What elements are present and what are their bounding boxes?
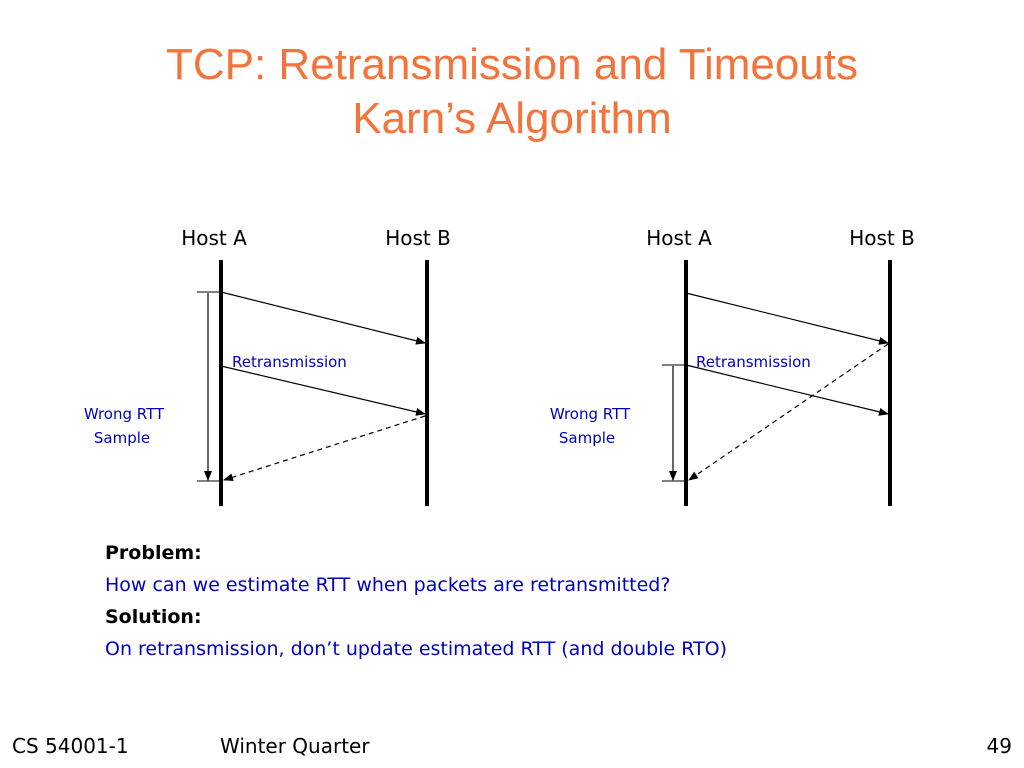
left-wrong-rtt-line1: Wrong RTT xyxy=(84,405,165,423)
slide-title: TCP: Retransmission and Timeouts Karn’s … xyxy=(0,38,1024,146)
title-line-2: Karn’s Algorithm xyxy=(352,94,672,143)
left-host-b-label: Host B xyxy=(385,226,451,250)
problem-heading: Problem: xyxy=(105,542,202,564)
title-line-1: TCP: Retransmission and Timeouts xyxy=(165,40,859,89)
left-wrong-rtt-line2: Sample xyxy=(94,429,150,447)
right-wrong-rtt-line1: Wrong RTT xyxy=(550,405,631,423)
left-original-packet-arrow xyxy=(220,291,426,345)
problem-text: How can we estimate RTT when packets are… xyxy=(105,574,671,596)
left-retransmission-arrow xyxy=(220,365,426,416)
left-diagram: Host A Host B Retransmission Wrong RTT S… xyxy=(84,226,451,506)
problem-solution-text: Problem: How can we estimate RTT when pa… xyxy=(105,537,727,665)
right-original-packet-arrow xyxy=(685,292,889,345)
left-ack-arrow xyxy=(223,415,426,482)
footer-course: CS 54001-1 xyxy=(12,734,129,758)
solution-text: On retransmission, don’t update estimate… xyxy=(105,638,728,660)
left-host-a-label: Host A xyxy=(181,226,247,250)
right-retransmission-arrow xyxy=(685,364,889,416)
right-host-a-label: Host A xyxy=(646,226,712,250)
left-retransmission-label: Retransmission xyxy=(232,353,347,371)
footer-page-number: 49 xyxy=(986,734,1012,758)
right-retransmission-label: Retransmission xyxy=(696,353,811,371)
footer-term: Winter Quarter xyxy=(220,734,370,758)
right-wrong-rtt-line2: Sample xyxy=(559,429,615,447)
solution-heading: Solution: xyxy=(105,606,202,628)
right-ack-arrow xyxy=(688,343,889,481)
right-diagram: Host A Host B Retransmission Wrong RTT S… xyxy=(550,226,915,506)
right-host-b-label: Host B xyxy=(849,226,915,250)
